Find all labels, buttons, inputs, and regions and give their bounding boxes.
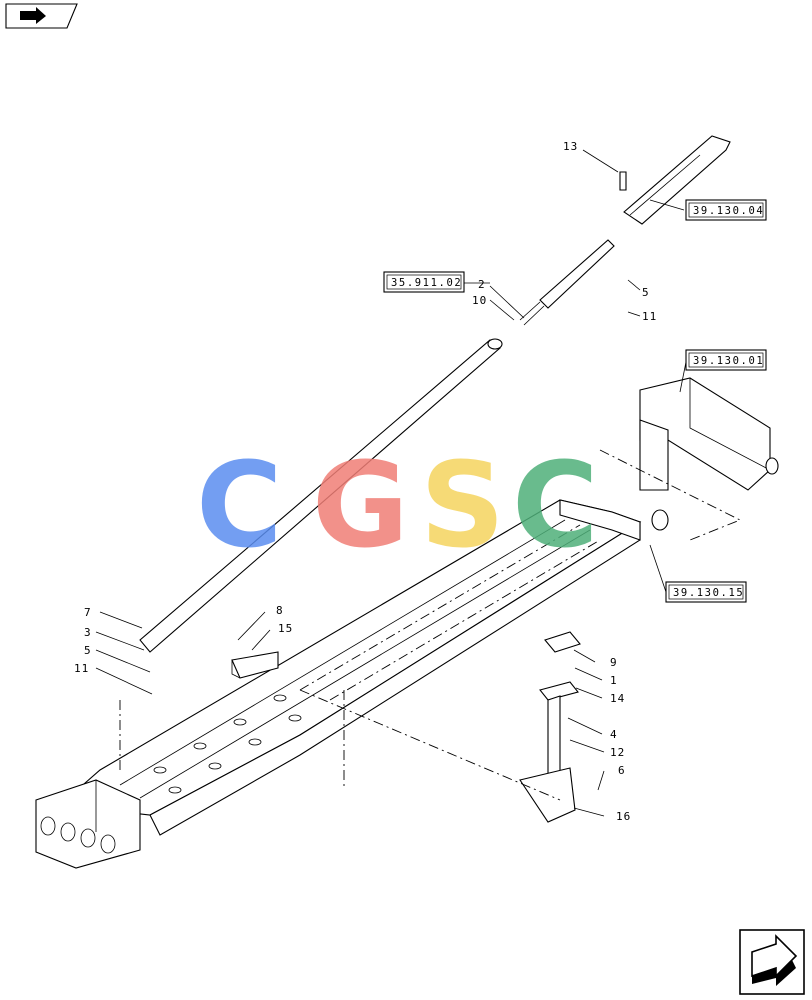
ref-box-35-911-02[interactable]: 35.911.02 — [383, 271, 465, 293]
callout-15: 15 — [278, 622, 293, 635]
callout-14: 14 — [610, 692, 625, 705]
jack-stand — [519, 631, 581, 823]
watermark-letter: C — [512, 436, 599, 574]
callout-8: 8 — [276, 604, 284, 617]
callout-5-upper: 5 — [642, 286, 650, 299]
callout-16: 16 — [616, 810, 631, 823]
main-frame — [35, 499, 669, 869]
hydraulic-cylinder — [519, 239, 615, 326]
wing-housing — [599, 377, 779, 541]
callout-9: 9 — [610, 656, 618, 669]
callout-3: 3 — [84, 626, 92, 639]
callout-11-upper: 11 — [642, 310, 657, 323]
callout-6: 6 — [618, 764, 626, 777]
hydraulic-tube — [139, 338, 503, 653]
bracket-15 — [231, 651, 279, 679]
upper-arm — [619, 135, 731, 225]
ref-box-39-130-15[interactable]: 39.130.15 — [665, 581, 747, 603]
ref-box-label: 39.130.04 — [693, 205, 764, 217]
ref-box-label: 39.130.01 — [693, 355, 764, 367]
watermark-logo: C G S C — [196, 436, 599, 574]
ref-box-39-130-01[interactable]: 39.130.01 — [685, 349, 767, 371]
callout-2: 2 — [478, 278, 486, 291]
callout-12: 12 — [610, 746, 625, 759]
watermark-letter: S — [420, 436, 505, 574]
forward-arrow-icon[interactable] — [5, 3, 78, 29]
watermark-letter: C — [196, 436, 283, 574]
ref-box-39-130-04[interactable]: 39.130.04 — [685, 199, 767, 221]
ref-box-label: 39.130.15 — [673, 587, 744, 599]
callout-11-lower: 11 — [74, 662, 89, 675]
ref-box-label: 35.911.02 — [391, 277, 462, 289]
callout-13: 13 — [563, 140, 578, 153]
callout-4: 4 — [610, 728, 618, 741]
callout-5-lower: 5 — [84, 644, 92, 657]
callout-7: 7 — [84, 606, 92, 619]
callout-1: 1 — [610, 674, 618, 687]
callout-10: 10 — [472, 294, 487, 307]
watermark-letter: G — [312, 436, 409, 574]
page-nav-arrow-icon[interactable] — [739, 929, 805, 995]
